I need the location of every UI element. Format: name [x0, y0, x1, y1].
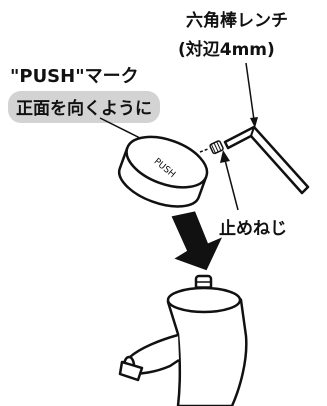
- push-orientation-note: 正面を向くように: [8, 91, 160, 123]
- hex-wrench-icon: [223, 125, 310, 195]
- faucet-icon: [118, 274, 248, 406]
- down-arrow-icon: [171, 211, 223, 271]
- push-cap: [118, 135, 209, 208]
- wrench-size-label: (対辺4mm): [178, 40, 275, 60]
- hex-wrench-label: 六角棒レンチ: [186, 11, 288, 31]
- wrench-leader-arrowhead: [250, 117, 258, 128]
- push-mark-label: "PUSH"マーク: [10, 66, 139, 87]
- set-screw-label: 止めねじ: [219, 219, 287, 239]
- screw-leader-arrowhead: [220, 150, 230, 163]
- set-screw-icon: [209, 140, 224, 155]
- push-leader-line: [99, 117, 141, 139]
- wrench-leader-line: [245, 62, 255, 121]
- screw-leader-line: [224, 159, 239, 211]
- screw-dash-line: [199, 148, 209, 153]
